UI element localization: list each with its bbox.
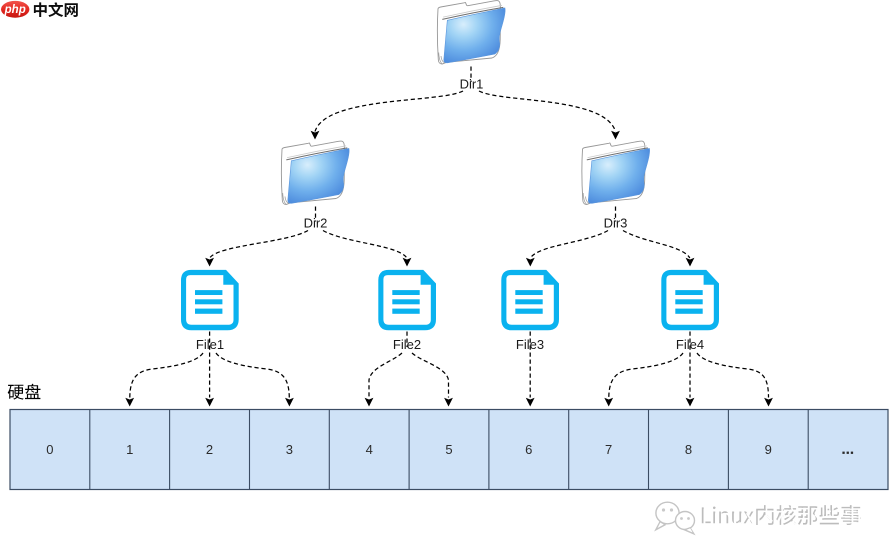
svg-text:Dir1: Dir1 — [460, 77, 484, 92]
svg-text:File3: File3 — [516, 337, 544, 352]
svg-text:Dir2: Dir2 — [304, 216, 328, 231]
svg-text:4: 4 — [366, 442, 373, 457]
svg-text:5: 5 — [445, 442, 452, 457]
svg-text:6: 6 — [525, 442, 532, 457]
svg-text:File1: File1 — [196, 337, 224, 352]
svg-text:7: 7 — [605, 442, 612, 457]
svg-text:0: 0 — [46, 442, 53, 457]
svg-text:2: 2 — [206, 442, 213, 457]
svg-text:File2: File2 — [393, 337, 421, 352]
svg-text:Dir3: Dir3 — [604, 216, 628, 231]
svg-text:8: 8 — [685, 442, 692, 457]
svg-text:php: php — [4, 4, 26, 16]
svg-text:9: 9 — [765, 442, 772, 457]
svg-text:3: 3 — [286, 442, 293, 457]
svg-text:1: 1 — [126, 442, 133, 457]
svg-text:File4: File4 — [676, 337, 704, 352]
